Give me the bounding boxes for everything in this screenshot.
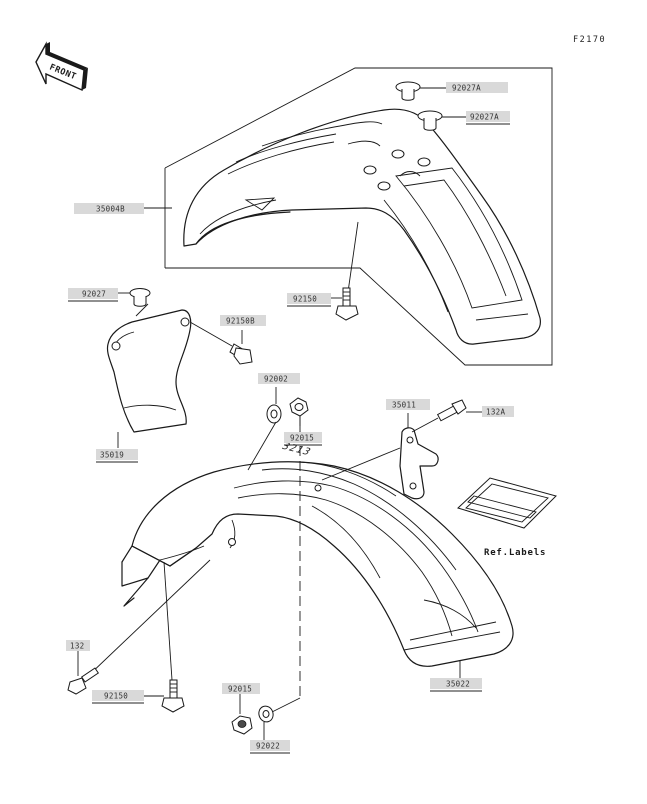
label-92027a-bottom: 92027A [466, 111, 510, 125]
svg-text:35019: 35019 [100, 451, 124, 460]
collar-92027a-bottom [417, 110, 443, 131]
ref-labels-caption: Ref.Labels [484, 548, 546, 558]
bolt-92150b [189, 321, 253, 365]
label-132: 132 [66, 640, 90, 651]
guard-35019 [106, 303, 192, 433]
label-92027: 92027 [68, 288, 118, 302]
upper-fender-detail-frame [164, 67, 553, 366]
label-92022: 92022 [250, 740, 290, 754]
bolt-92150-lower [161, 679, 185, 713]
svg-text:35004B: 35004B [96, 205, 125, 214]
svg-text:92027A: 92027A [452, 84, 481, 93]
figure-code: F2170 [573, 35, 606, 45]
label-92002: 92002 [258, 373, 300, 384]
label-132a: 132A [482, 406, 514, 417]
svg-text:92150: 92150 [293, 295, 317, 304]
decal-number: 3213 [279, 441, 314, 458]
label-92015-upper: 92015 [284, 432, 322, 446]
upper-front-fender [183, 108, 541, 345]
label-92150-upper: 92150 [287, 293, 331, 307]
label-35011: 35011 [386, 399, 430, 410]
svg-text:35011: 35011 [392, 401, 416, 410]
label-35004b: 35004B [74, 203, 144, 214]
leader-132 [85, 559, 211, 679]
leader-92150-lower [163, 561, 173, 681]
svg-text:92002: 92002 [264, 375, 288, 384]
collar-92027a-top [395, 81, 421, 101]
washer-92002 [266, 404, 282, 424]
label-92150-lower: 92150 [92, 690, 144, 704]
leader-92002 [247, 421, 277, 471]
bolt-92150-upper [335, 221, 359, 321]
label-35022: 35022 [430, 678, 482, 692]
svg-text:92022: 92022 [256, 742, 280, 751]
label-92150b: 92150B [220, 315, 266, 326]
label-92027a-top: 92027A [446, 82, 508, 93]
svg-text:132: 132 [70, 642, 84, 651]
svg-text:92150: 92150 [104, 692, 128, 701]
svg-text:92027A: 92027A [470, 113, 499, 122]
leader-92022 [271, 697, 301, 713]
svg-text:92015: 92015 [228, 685, 252, 694]
nut-92015-lower [231, 715, 253, 735]
svg-text:35022: 35022 [446, 680, 470, 689]
nut-92015-upper [289, 397, 309, 417]
bolt-132a [411, 399, 467, 433]
svg-text:132A: 132A [486, 408, 505, 417]
leader-35011 [321, 447, 401, 481]
collar-92027 [129, 288, 151, 307]
svg-text:92150B: 92150B [226, 317, 255, 326]
front-arrow-icon: FRONT [35, 41, 88, 92]
ref-labels-decal: 3213 [279, 441, 557, 529]
svg-text:92027: 92027 [82, 290, 106, 299]
label-92015-lower: 92015 [222, 683, 260, 694]
washer-92022 [258, 705, 274, 723]
lower-front-fender [121, 461, 514, 667]
bracket-35011 [399, 427, 439, 500]
svg-text:92015: 92015 [290, 434, 314, 443]
label-35019: 35019 [96, 449, 138, 463]
bolt-132 [67, 667, 100, 695]
